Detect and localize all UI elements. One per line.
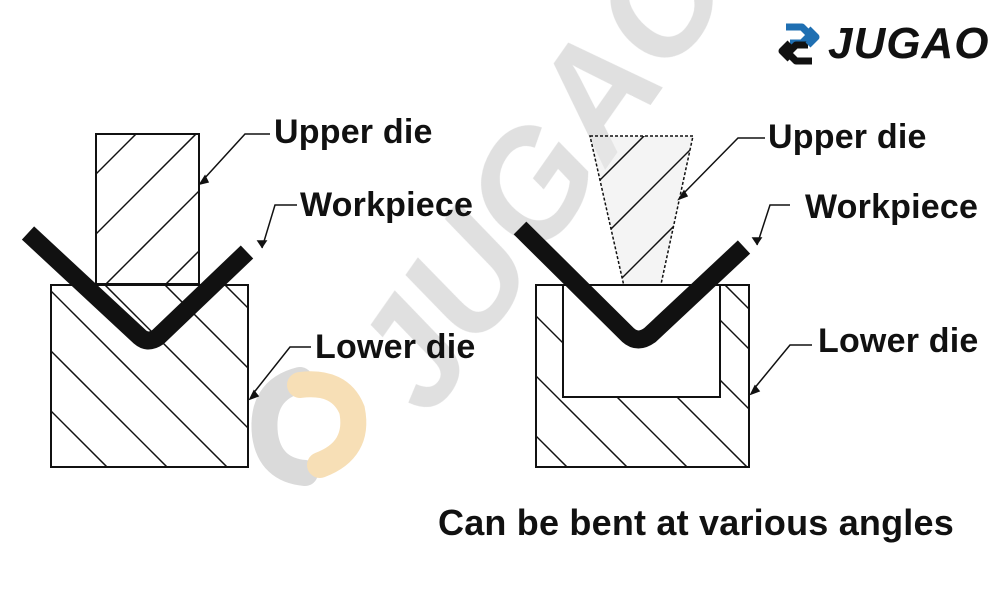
watermark: JUGAO xyxy=(251,0,762,486)
left-workpiece-label: Workpiece xyxy=(300,186,474,224)
left-diagram xyxy=(21,133,311,468)
watermark-logo-icon xyxy=(251,367,367,486)
right-leader-lines xyxy=(677,137,812,396)
right-diagram xyxy=(513,135,812,468)
interlocked-chain-logo-icon xyxy=(778,23,820,65)
left-workpiece xyxy=(21,226,254,350)
left-lower-die-label: Lower die xyxy=(315,328,476,366)
right-upper-die-label: Upper die xyxy=(768,118,927,156)
right-lower-die-label: Lower die xyxy=(818,322,979,360)
left-leader-lines xyxy=(198,133,311,401)
caption: Can be bent at various angles xyxy=(438,502,954,543)
right-workpiece xyxy=(513,221,751,349)
right-lower-die xyxy=(535,284,750,468)
right-workpiece-label: Workpiece xyxy=(805,188,979,226)
left-upper-die-label: Upper die xyxy=(274,113,433,151)
left-lower-die xyxy=(50,284,249,468)
brand-logo: JUGAO xyxy=(776,22,989,66)
brand-name: JUGAO xyxy=(828,19,990,68)
